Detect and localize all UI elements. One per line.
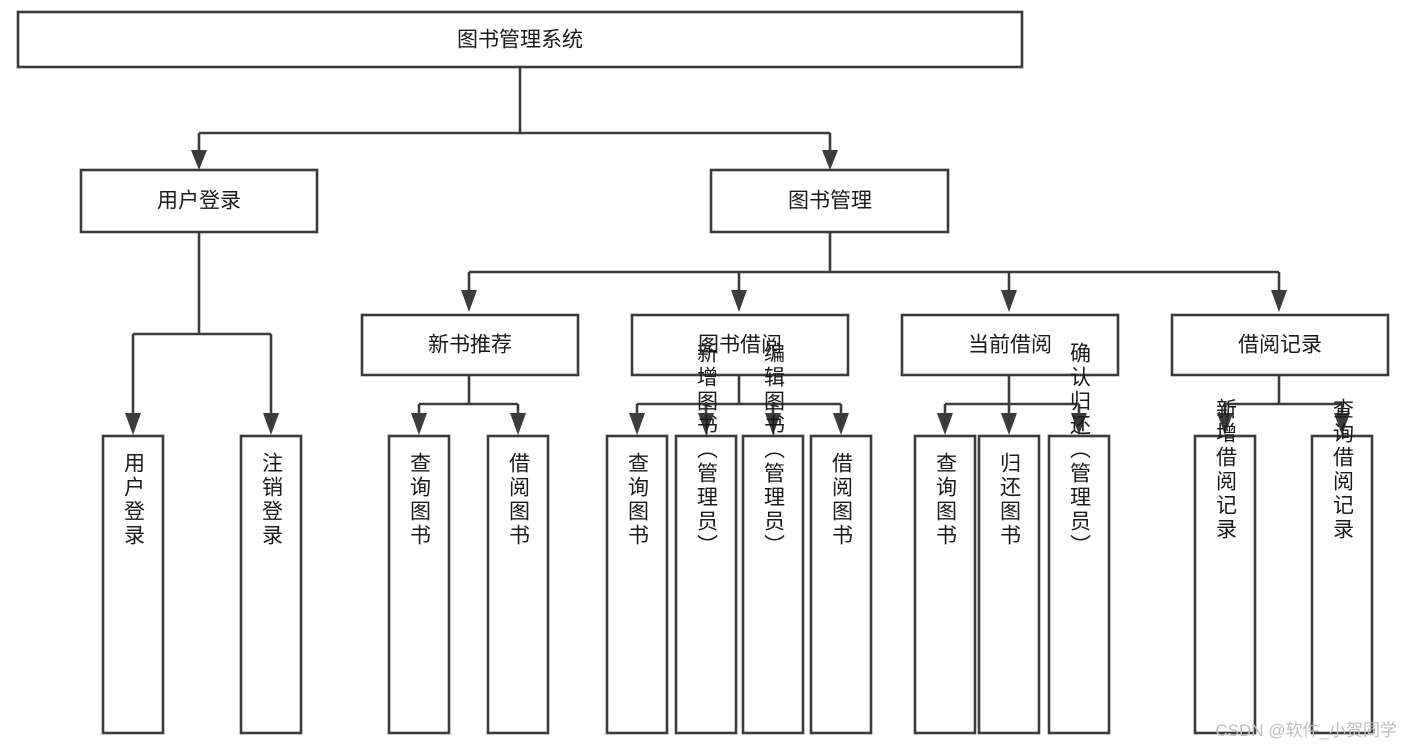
node-new-book-recommend-label: 新书推荐 <box>428 334 512 357</box>
leaf-user-login-logout[interactable]: 注销登录 <box>239 434 303 735</box>
node-borrow-records-label: 借阅记录 <box>1238 334 1322 357</box>
leaf-borrow-query[interactable]: 查询图书 <box>605 434 669 735</box>
node-current-borrow[interactable]: 当前借阅 <box>900 313 1120 377</box>
leaf-current-return[interactable]: 归还图书 <box>977 434 1041 735</box>
node-user-login-label: 用户登录 <box>157 190 241 213</box>
leaf-current-confirm-return-label: 确认归还（管理员） <box>1068 342 1092 558</box>
leaf-borrow-add-book[interactable]: 新增图书（管理员） <box>674 342 738 735</box>
node-borrow-records[interactable]: 借阅记录 <box>1170 313 1390 377</box>
node-user-login[interactable]: 用户登录 <box>79 168 319 234</box>
leaf-records-query[interactable]: 查询借阅记录 <box>1310 398 1374 735</box>
node-current-borrow-label: 当前借阅 <box>968 334 1052 357</box>
leaf-current-query-label: 查询图书 <box>934 452 958 548</box>
connector-borrow-stem <box>629 375 849 435</box>
leaf-records-query-label: 查询借阅记录 <box>1331 398 1355 542</box>
node-new-book-recommend[interactable]: 新书推荐 <box>360 313 580 377</box>
leaf-new-book-query-label: 查询图书 <box>408 452 432 548</box>
connector-root-bus <box>191 131 838 170</box>
leaf-current-confirm-return[interactable]: 确认归还（管理员） <box>1047 342 1111 735</box>
connector-newbook-stem <box>411 375 526 435</box>
node-root-label: 图书管理系统 <box>457 29 583 52</box>
node-book-borrow[interactable]: 图书借阅 <box>630 313 850 377</box>
leaf-borrow-edit-book-label: 编辑图书（管理员） <box>762 342 786 558</box>
leaf-user-login-login-label: 用户登录 <box>122 452 146 548</box>
leaf-borrow-add-book-label: 新增图书（管理员） <box>695 342 719 558</box>
connector-bookmgmt-stem <box>461 232 1287 312</box>
leaf-new-book-query[interactable]: 查询图书 <box>387 434 451 735</box>
connector-records-stem <box>1217 375 1350 435</box>
node-book-borrow-label: 图书借阅 <box>698 334 782 357</box>
leaf-new-book-borrow-label: 借阅图书 <box>507 452 531 548</box>
leaf-borrow-query-label: 查询图书 <box>626 452 650 548</box>
leaf-user-login-login[interactable]: 用户登录 <box>101 434 165 735</box>
leaf-records-add-label: 新增借阅记录 <box>1214 398 1238 542</box>
leaf-borrow-borrow-book-label: 借阅图书 <box>830 452 854 548</box>
leaf-current-return-label: 归还图书 <box>998 452 1022 548</box>
connector-userlogin-stem <box>125 232 279 435</box>
node-book-management-label: 图书管理 <box>788 190 872 213</box>
leaf-records-add[interactable]: 新增借阅记录 <box>1193 398 1257 735</box>
node-root[interactable]: 图书管理系统 <box>16 10 1024 69</box>
leaf-user-login-logout-label: 注销登录 <box>260 452 284 548</box>
connector-current-stem <box>937 375 1087 435</box>
leaf-borrow-borrow-book[interactable]: 借阅图书 <box>809 434 873 735</box>
node-book-management[interactable]: 图书管理 <box>709 168 950 234</box>
leaf-current-query[interactable]: 查询图书 <box>913 434 977 735</box>
leaf-borrow-edit-book[interactable]: 编辑图书（管理员） <box>741 342 805 735</box>
leaf-new-book-borrow[interactable]: 借阅图书 <box>486 434 550 735</box>
